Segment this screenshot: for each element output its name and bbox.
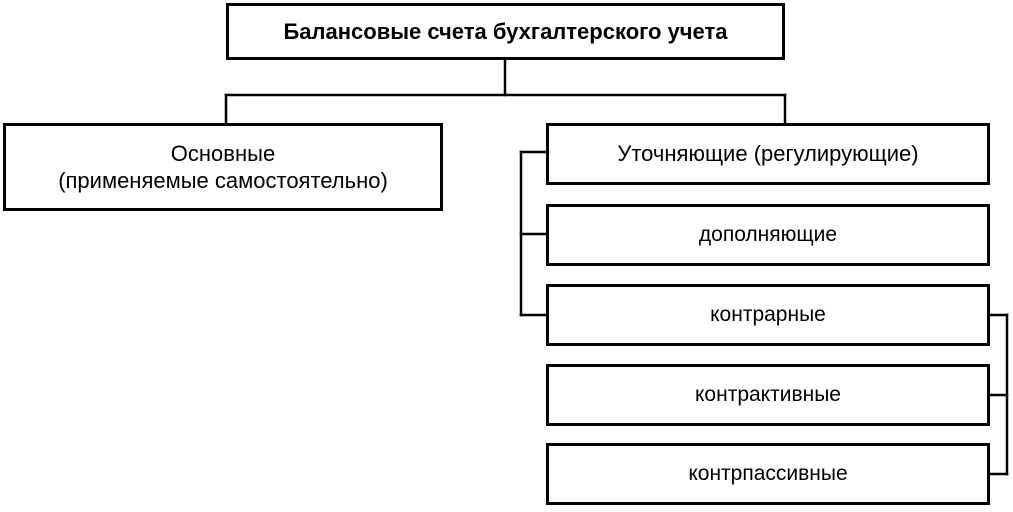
clarifying-accounts-label: Уточняющие (регулирующие) xyxy=(617,141,919,167)
contra-passive-accounts-node: контрпассивные xyxy=(546,443,990,505)
supplement-accounts-node: дополняющие xyxy=(546,204,990,266)
contra-accounts-node: контрарные xyxy=(546,284,990,346)
clarifying-accounts-node: Уточняющие (регулирующие) xyxy=(546,123,990,185)
root-node-label: Балансовые счета бухгалтерского учета xyxy=(283,18,728,44)
main-accounts-subtitle: (применяемые самостоятельно) xyxy=(58,168,388,193)
contra-active-accounts-node: контрактивные xyxy=(546,364,990,426)
contra-active-accounts-label: контрактивные xyxy=(695,382,841,406)
main-accounts-node: Основные (применяемые самостоятельно) xyxy=(3,123,443,211)
supplement-accounts-label: дополняющие xyxy=(698,222,838,246)
contra-accounts-label: контрарные xyxy=(710,302,826,326)
main-accounts-title: Основные xyxy=(170,140,276,166)
root-node: Балансовые счета бухгалтерского учета xyxy=(226,3,785,60)
contra-passive-accounts-label: контрпассивные xyxy=(688,461,848,485)
